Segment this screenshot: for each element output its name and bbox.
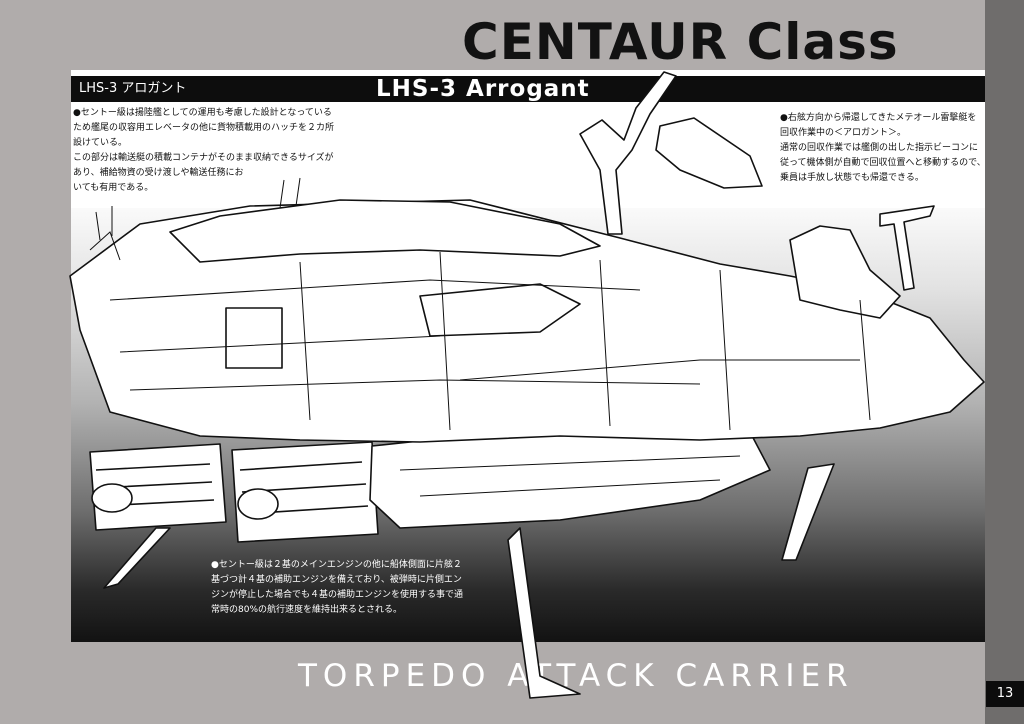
note-line: あり、補給物資の受け渡しや輸送任務にお (73, 168, 244, 178)
page-title: CENTAUR Class (462, 13, 899, 71)
footer-title: TORPEDO ATTACK CARRIER (298, 658, 854, 694)
note-line: 基づつ計４基の補助エンジンを備えており、被弾時に片側エン (211, 575, 462, 585)
illustration-panel: LHS-3 アロガント LHS-3 Arrogant ●セントー級は揚陸艦として… (71, 70, 985, 642)
note-line: 常時の80%の航行速度を維持出来るとされる。 (211, 605, 403, 615)
note-line: いても有用である。 (73, 183, 154, 193)
background-gradient (71, 208, 985, 642)
note-line: 乗員は手放し状態でも帰還できる。 (780, 173, 924, 183)
ship-name-english: LHS-3 Arrogant (376, 76, 590, 102)
note-engines: ●セントー級は２基のメインエンジンの他に船体側面に片舷２ 基づつ計４基の補助エン… (211, 558, 471, 618)
note-line: 設けている。 (73, 138, 128, 148)
ship-name-japanese: LHS-3 アロガント (79, 81, 187, 96)
note-cargo-hatches: ●セントー級は揚陸艦としての運用も考慮した設計となっている ため艦尾の収容用エレ… (73, 106, 373, 196)
note-line: 回収作業中の＜アロガント＞。 (780, 128, 907, 138)
note-line: ●右舷方向から帰還してきたメテオール雷撃艇を (780, 113, 977, 123)
page-edge-strip (985, 0, 1024, 724)
note-line: ジンが停止した場合でも４基の補助エンジンを使用する事で通 (211, 590, 464, 600)
note-line: ●セントー級は揚陸艦としての運用も考慮した設計となっている (73, 108, 332, 118)
note-recovery: ●右舷方向から帰還してきたメテオール雷撃艇を 回収作業中の＜アロガント＞。 通常… (780, 111, 985, 186)
note-line: 通常の回収作業では艦側の出した指示ビーコンに (780, 143, 979, 153)
note-line: この部分は輸送艇の積載コンテナがそのまま収納できるサイズが (73, 153, 334, 163)
note-line: 従って機体側が自動で回収位置へと移動するので、 (780, 158, 985, 168)
page-number: 13 (986, 681, 1024, 707)
note-line: ●セントー級は２基のメインエンジンの他に船体側面に片舷２ (211, 560, 462, 570)
note-line: ため艦尾の収容用エレベータの他に貨物積載用のハッチを２カ所 (73, 123, 335, 133)
title-bar: LHS-3 アロガント LHS-3 Arrogant (71, 76, 985, 102)
